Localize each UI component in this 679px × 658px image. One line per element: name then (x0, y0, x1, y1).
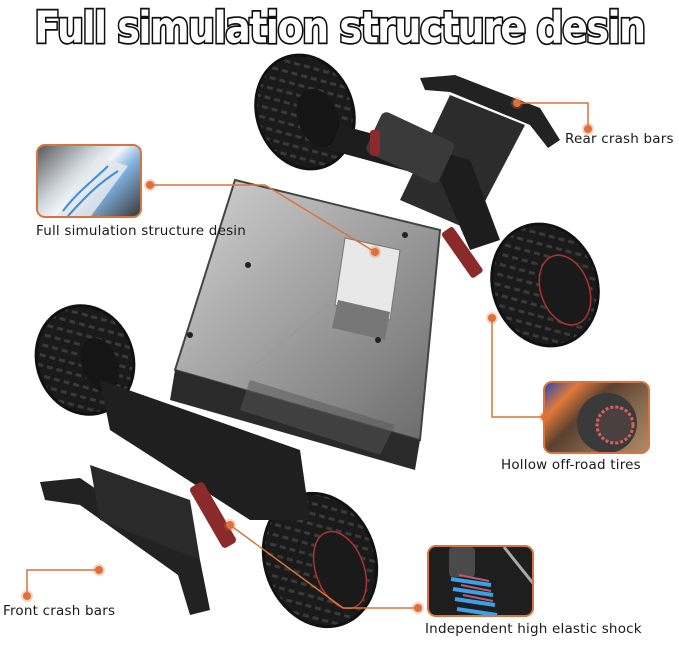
tire-icon (577, 393, 637, 452)
tires-marker (488, 314, 496, 322)
motor-detail-inset (36, 144, 142, 218)
front-crash-bars-label-marker (23, 592, 31, 600)
page-title: Full simulation structure desin (33, 0, 648, 54)
shock-detail-inset (427, 545, 534, 617)
tires-label: Hollow off-road tires (501, 457, 641, 473)
front-crash-bars-label: Front crash bars (3, 603, 116, 619)
shock-icon (449, 547, 532, 615)
motor-icon (58, 156, 128, 216)
full-structure-label: Full simulation structure desin (36, 223, 247, 239)
rear-crash-bars-label-marker (584, 125, 592, 133)
tires-label-marker (541, 413, 549, 421)
full-structure-marker (146, 181, 154, 189)
rear-crash-bars-label: Rear crash bars (565, 131, 674, 147)
shock-marker (226, 521, 234, 529)
shock-label: Independent high elastic shock (425, 621, 642, 637)
rear-crash-bars-marker (513, 99, 521, 107)
front-crash-bars-marker (95, 566, 103, 574)
tire-detail-inset (543, 381, 650, 454)
shock-label-marker (414, 604, 422, 612)
full-structure-target-marker (371, 248, 379, 256)
